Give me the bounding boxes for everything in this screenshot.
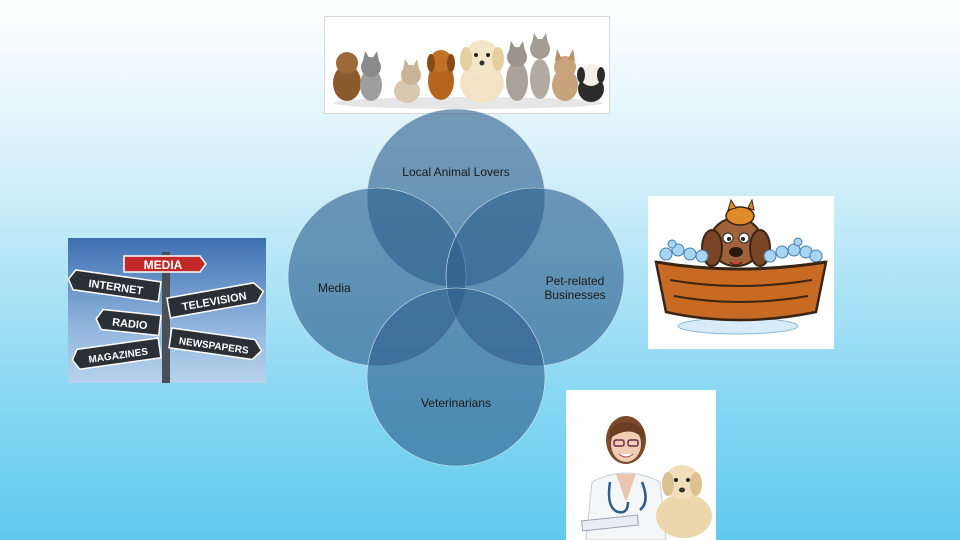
label-media: Media [318, 281, 351, 295]
label-pet-related-businesses: Pet-related Businesses [530, 274, 620, 302]
circle-veterinarians [367, 288, 545, 466]
label-veterinarians: Veterinarians [386, 396, 526, 410]
label-local-animal-lovers: Local Animal Lovers [386, 165, 526, 179]
